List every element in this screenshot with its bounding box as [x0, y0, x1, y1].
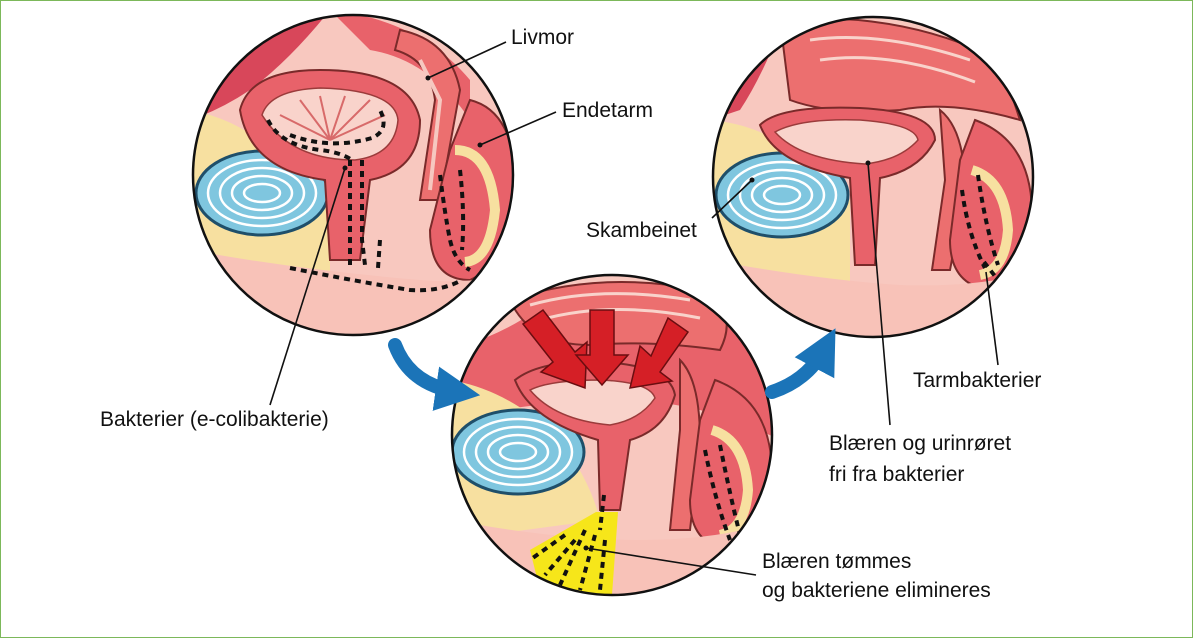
pubic-bone-icon — [452, 408, 586, 496]
panel-clean — [713, 17, 1033, 337]
label-livmor: Livmor — [511, 26, 574, 49]
panel-infected — [193, 15, 513, 335]
label-endetarm: Endetarm — [562, 99, 653, 122]
label-tarmbakterier: Tarmbakterier — [913, 369, 1041, 392]
flow-arrow-2 — [765, 328, 836, 399]
panel-emptying — [452, 275, 772, 595]
leader-lines — [269, 41, 999, 576]
pressure-arrows — [521, 308, 690, 390]
label-bakterier: Bakterier (e-colibakterie) — [100, 408, 329, 431]
label-skambeinet: Skambeinet — [586, 219, 697, 242]
bladder-lumen — [773, 119, 919, 165]
uterus-shape — [393, 28, 462, 201]
label-blaeren-tommes-line1: Blæren tømmes — [762, 550, 911, 573]
flow-arrow-1 — [388, 338, 481, 411]
label-blaeren-tommes-line2: og bakteriene elimineres — [762, 579, 991, 602]
label-blaeren-fri-line1: Blæren og urinrøret — [829, 432, 1011, 455]
label-blaeren-fri-line2: fri fra bakterier — [829, 463, 964, 486]
